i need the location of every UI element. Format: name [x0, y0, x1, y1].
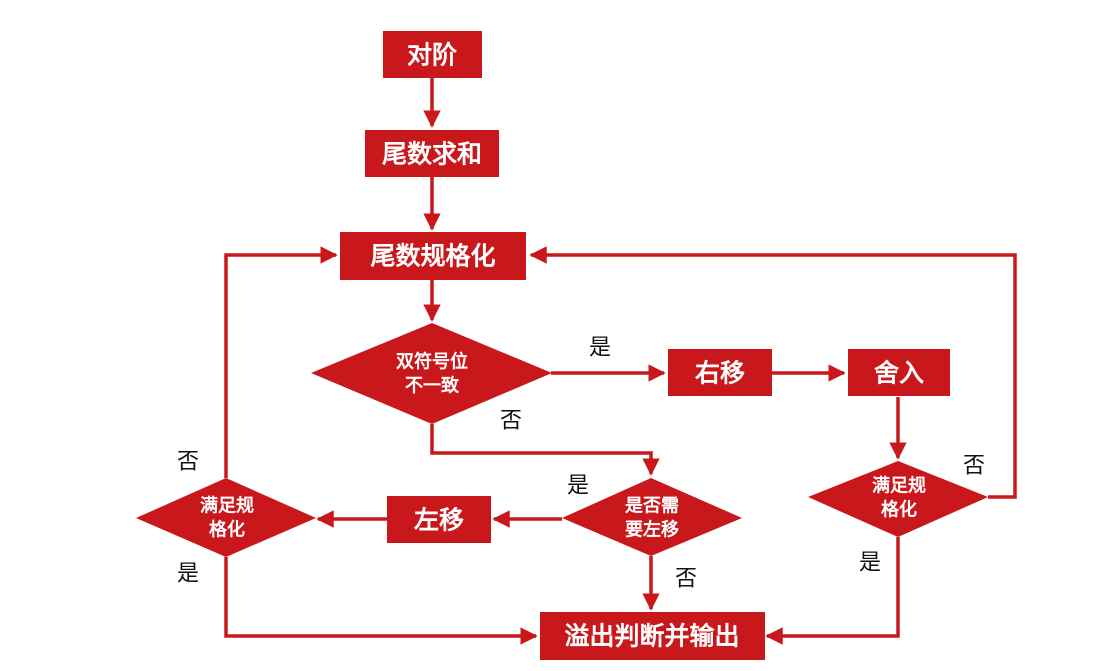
node-normalize-label: 尾数规格化	[370, 242, 495, 271]
decision-need-left: 是否需 要左移	[562, 478, 742, 556]
decision-check-right: 满足规 格化	[808, 461, 988, 537]
node-left-shift: 左移	[387, 496, 491, 543]
label-check-right-no: 否	[963, 454, 985, 479]
label-double-sign-no: 否	[500, 409, 522, 434]
decision-double-sign-line2: 不一致	[405, 375, 460, 397]
node-left-shift-label: 左移	[414, 506, 464, 535]
decision-check-right-line2: 格化	[881, 499, 917, 521]
label-need-left-yes: 是	[567, 474, 589, 499]
label-need-left-no: 否	[675, 567, 697, 592]
decision-need-left-line2: 要左移	[625, 519, 679, 541]
node-align: 对阶	[383, 31, 482, 78]
decision-double-sign-line1: 双符号位	[396, 351, 468, 373]
label-check-right-yes: 是	[859, 551, 881, 576]
edge-check-right-no-to-normalize	[529, 246, 1017, 499]
node-sum-label: 尾数求和	[382, 140, 482, 169]
node-overflow-output-label: 溢出判断并输出	[564, 622, 739, 651]
node-round: 舍入	[848, 349, 950, 396]
label-check-left-no: 否	[177, 450, 199, 475]
edges	[224, 78, 1017, 645]
decision-need-left-line1: 是否需	[624, 496, 679, 517]
node-overflow-output: 溢出判断并输出	[540, 612, 765, 660]
node-normalize: 尾数规格化	[340, 232, 526, 280]
label-double-sign-yes: 是	[589, 336, 611, 361]
node-align-label: 对阶	[407, 41, 458, 70]
node-right-shift: 右移	[668, 349, 772, 396]
node-sum: 尾数求和	[365, 130, 499, 177]
decision-check-left: 满足规 格化	[136, 478, 316, 557]
edge-double-sign-no-to-need-left	[430, 424, 660, 476]
decision-check-left-line2: 格化	[209, 519, 245, 541]
node-round-label: 舍入	[874, 359, 924, 388]
edge-check-left-no-to-normalize	[224, 246, 338, 478]
decision-double-sign: 双符号位 不一致	[311, 323, 552, 424]
decision-check-left-line1: 满足规	[200, 495, 254, 517]
node-right-shift-label: 右移	[695, 359, 745, 388]
edge-labels: 是 否 是 否 否 是 否 是	[177, 336, 985, 592]
label-check-left-yes: 是	[177, 562, 199, 587]
edge-check-right-yes-to-output	[765, 537, 900, 645]
edge-check-left-yes-to-output	[224, 557, 538, 645]
decision-check-right-line1: 满足规	[872, 475, 926, 497]
